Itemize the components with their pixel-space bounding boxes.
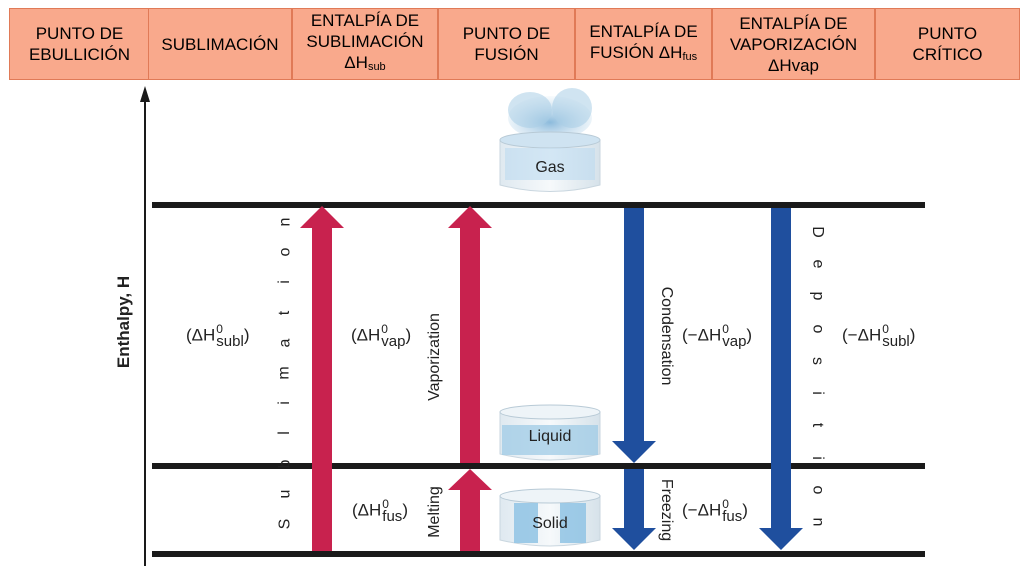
condensation-label: Condensation <box>658 287 675 386</box>
letter: e <box>809 259 826 269</box>
letter: n <box>276 217 293 227</box>
tab-label-subscript: fus <box>682 50 698 63</box>
letter: o <box>809 485 826 495</box>
letter: i <box>276 401 293 405</box>
tab-punto-critico[interactable]: PUNTO CRÍTICO <box>875 8 1020 80</box>
letter: s <box>809 356 826 365</box>
sublimation-arrow <box>300 206 344 551</box>
y-axis-label: Enthalpy, H <box>114 276 133 368</box>
letter: i <box>276 280 293 285</box>
letter: m <box>275 366 293 380</box>
tab-label: PUNTO DE EBULLICIÓN <box>28 24 131 64</box>
letter: l <box>276 431 293 436</box>
tab-label: ENTALPÍA DE VAPORIZACIÓN ΔHvap <box>729 13 858 75</box>
vaporization-label: Vaporization <box>426 313 443 401</box>
y-axis <box>140 86 150 566</box>
tab-label: ENTALPÍA DE SUBLIMACIÓN ΔH <box>306 11 424 72</box>
letter: o <box>809 324 826 334</box>
gas-state-label: Gas <box>535 159 564 176</box>
tab-label-subscript: sub <box>367 61 386 73</box>
tab-label: SUBLIMACIÓN <box>161 34 279 54</box>
letter: t <box>275 310 293 315</box>
tab-sublimacion[interactable]: SUBLIMACIÓN <box>148 8 292 80</box>
letter: D <box>809 226 826 238</box>
tab-punto-de-fusion[interactable]: PUNTO DE FUSIÓN <box>438 8 575 80</box>
tab-label: PUNTO DE FUSIÓN <box>462 24 551 64</box>
tab-entalpia-de-vaporizacion[interactable]: ENTALPÍA DE VAPORIZACIÓN ΔHvap <box>712 8 875 80</box>
letter: n <box>809 517 826 527</box>
liquid-container-illustration <box>499 404 601 461</box>
freezing-arrow <box>612 469 656 550</box>
condensation-arrow <box>612 208 656 463</box>
solid-container-illustration <box>499 488 601 547</box>
melting-arrow <box>448 469 492 551</box>
tab-entalpia-de-sublimacion[interactable]: ENTALPÍA DE SUBLIMACIÓN ΔHsub <box>292 8 438 80</box>
vaporization-arrow <box>448 206 492 463</box>
freezing-label: Freezing <box>658 479 675 541</box>
y-axis-arrowhead <box>140 86 150 102</box>
tab-entalpia-de-fusion[interactable]: ENTALPÍA DE FUSIÓN ΔHfus <box>575 8 712 80</box>
letter: u <box>276 489 293 499</box>
letter: a <box>276 338 293 348</box>
liquid-state-label: Liquid <box>529 428 572 445</box>
gas-container-illustration <box>499 88 601 192</box>
letter: b <box>276 459 293 468</box>
tab-label: PUNTO CRÍTICO <box>912 24 983 64</box>
solid-state-label: Solid <box>532 515 568 532</box>
letter: i <box>809 391 826 395</box>
letter: i <box>809 455 826 460</box>
letter: o <box>276 247 293 257</box>
melting-label: Melting <box>426 486 443 538</box>
letter: S <box>275 518 293 530</box>
letter: p <box>809 291 826 301</box>
letter: t <box>808 423 826 428</box>
tab-punto-de-ebullicion[interactable]: PUNTO DE EBULLICIÓN <box>9 8 150 80</box>
tab-label: ENTALPÍA DE FUSIÓN ΔH <box>589 21 698 62</box>
deposition-arrow <box>759 208 803 550</box>
